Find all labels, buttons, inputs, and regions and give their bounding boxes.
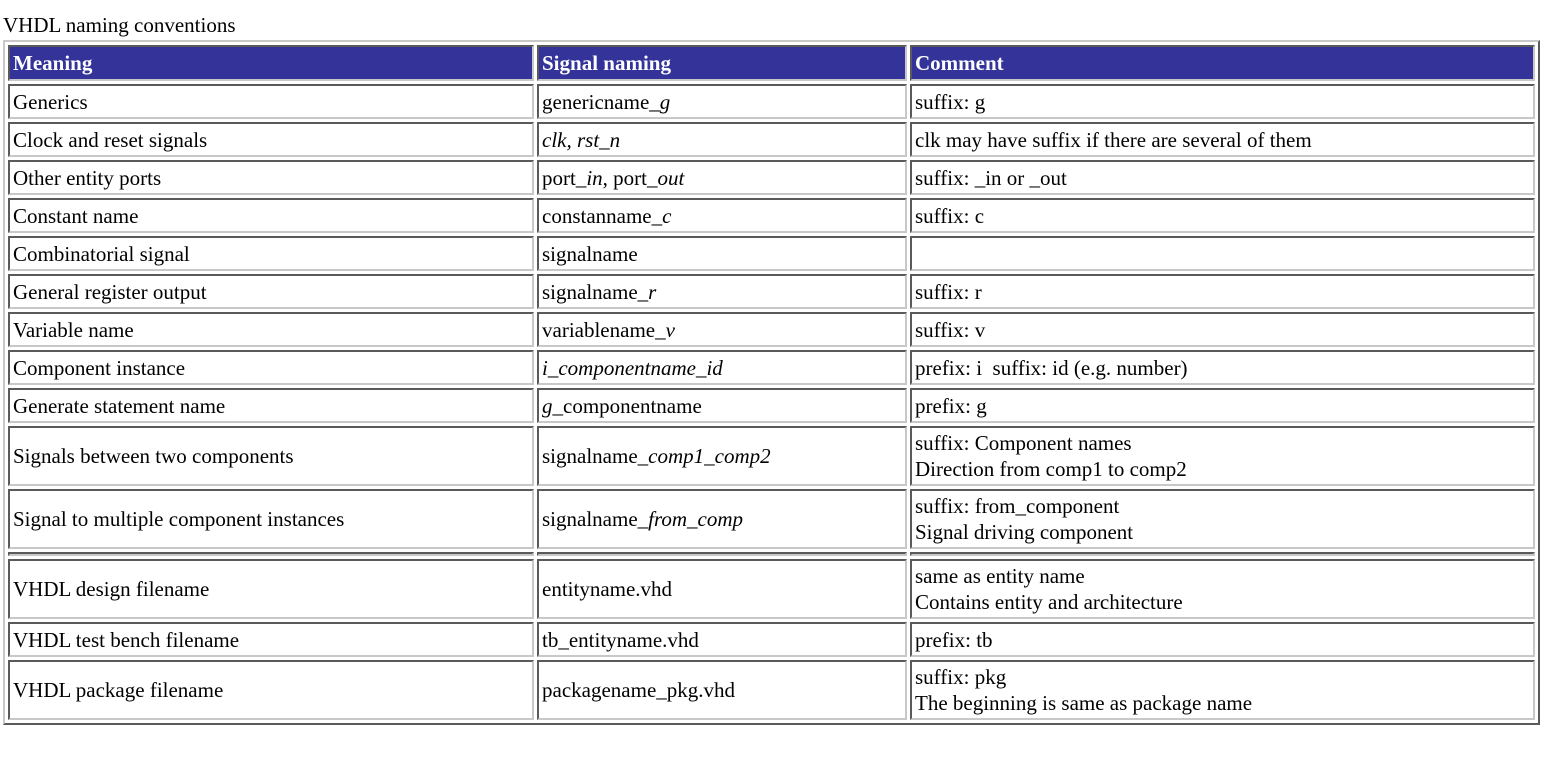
table-row: Clock and reset signals clk, rst_n clk m…	[8, 122, 1535, 157]
meaning-cell: Combinatorial signal	[8, 236, 534, 271]
meaning-cell: VHDL test bench filename	[8, 622, 534, 657]
meaning-cell: Constant name	[8, 198, 534, 233]
meaning-cell: Generate statement name	[8, 388, 534, 423]
meaning-cell: General register output	[8, 274, 534, 309]
table-row: VHDL test bench filename tb_entityname.v…	[8, 622, 1535, 657]
meaning-cell: VHDL design filename	[8, 559, 534, 619]
comment-cell: prefix: tb	[910, 622, 1535, 657]
signal-naming-cell: g_componentname	[537, 388, 907, 423]
table-row: General register output signalname_r suf…	[8, 274, 1535, 309]
comment-cell	[910, 236, 1535, 271]
table-row: Signal to multiple component instances s…	[8, 489, 1535, 549]
separator-row	[8, 552, 1535, 556]
signal-naming-cell: tb_entityname.vhd	[537, 622, 907, 657]
table-row: Generate statement name g_componentname …	[8, 388, 1535, 423]
separator-cell	[537, 552, 907, 556]
comment-cell: suffix: c	[910, 198, 1535, 233]
header-row: Meaning Signal naming Comment	[8, 45, 1535, 81]
signal-naming-cell: variablename_v	[537, 312, 907, 347]
comment-cell: clk may have suffix if there are several…	[910, 122, 1535, 157]
table-row: Variable name variablename_v suffix: v	[8, 312, 1535, 347]
table-row: Other entity ports port_in, port_out suf…	[8, 160, 1535, 195]
signal-naming-cell: genericname_g	[537, 84, 907, 119]
meaning-cell: Variable name	[8, 312, 534, 347]
signal-naming-cell: i_componentname_id	[537, 350, 907, 385]
signal-naming-cell: signalname_comp1_comp2	[537, 426, 907, 486]
header-signal-naming: Signal naming	[537, 45, 907, 81]
meaning-cell: Other entity ports	[8, 160, 534, 195]
table-row: VHDL package filename packagename_pkg.vh…	[8, 660, 1535, 720]
signal-naming-cell: signalname	[537, 236, 907, 271]
signal-naming-cell: packagename_pkg.vhd	[537, 660, 907, 720]
header-comment: Comment	[910, 45, 1535, 81]
table-row: Constant name constanname_c suffix: c	[8, 198, 1535, 233]
table-row: Signals between two components signalnam…	[8, 426, 1535, 486]
comment-cell: suffix: g	[910, 84, 1535, 119]
signal-naming-cell: signalname_from_comp	[537, 489, 907, 549]
separator-cell	[910, 552, 1535, 556]
signal-naming-cell: entityname.vhd	[537, 559, 907, 619]
meaning-cell: Clock and reset signals	[8, 122, 534, 157]
comment-cell: prefix: g	[910, 388, 1535, 423]
table-row: Component instance i_componentname_id pr…	[8, 350, 1535, 385]
comment-cell: suffix: v	[910, 312, 1535, 347]
comment-cell: prefix: i suffix: id (e.g. number)	[910, 350, 1535, 385]
naming-conventions-table: Meaning Signal naming Comment Generics g…	[3, 40, 1540, 725]
meaning-cell: Generics	[8, 84, 534, 119]
meaning-cell: VHDL package filename	[8, 660, 534, 720]
table-caption: VHDL naming conventions	[3, 13, 236, 37]
table-row: Generics genericname_g suffix: g	[8, 84, 1535, 119]
table-row: Combinatorial signal signalname	[8, 236, 1535, 271]
signal-naming-cell: constanname_c	[537, 198, 907, 233]
table-row: VHDL design filename entityname.vhd same…	[8, 559, 1535, 619]
comment-cell: suffix: _in or _out	[910, 160, 1535, 195]
meaning-cell: Component instance	[8, 350, 534, 385]
header-meaning: Meaning	[8, 45, 534, 81]
comment-cell: suffix: r	[910, 274, 1535, 309]
meaning-cell: Signals between two components	[8, 426, 534, 486]
signal-naming-cell: signalname_r	[537, 274, 907, 309]
meaning-cell: Signal to multiple component instances	[8, 489, 534, 549]
signal-naming-cell: clk, rst_n	[537, 122, 907, 157]
signal-naming-cell: port_in, port_out	[537, 160, 907, 195]
separator-cell	[8, 552, 534, 556]
